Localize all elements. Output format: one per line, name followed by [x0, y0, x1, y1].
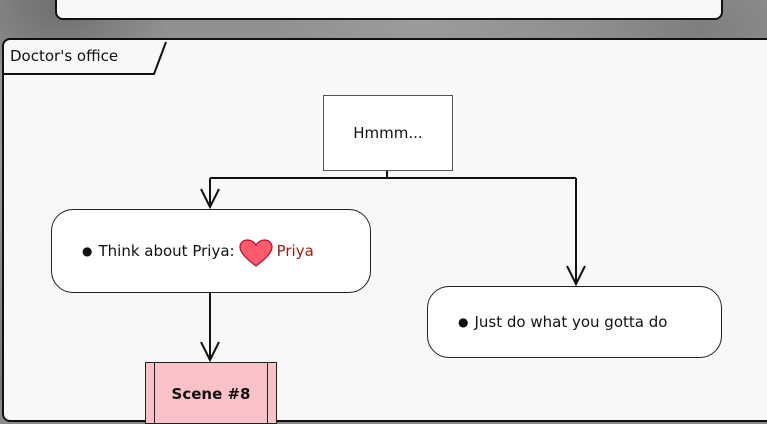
arrowhead-right-branch [566, 265, 586, 287]
bullet-icon: ● [458, 315, 469, 329]
top-dialogue-panel [55, 0, 723, 20]
prompt-node: Hmmm... [323, 95, 453, 171]
bullet-icon: ● [82, 244, 93, 258]
scene-title-tab-shape [4, 41, 167, 75]
arrowhead-to-scene [200, 341, 220, 363]
scene-box-right-rail [267, 363, 276, 423]
prompt-text: Hmmm... [353, 124, 423, 142]
choice-think-about-priya[interactable]: ● Think about Priya: Priya [51, 209, 371, 293]
heart-icon [238, 239, 273, 267]
choice-label: Just do what you gotta do [474, 313, 668, 331]
choice-just-do-it[interactable]: ● Just do what you gotta do [427, 286, 722, 358]
choice-label: Think about Priya: [98, 242, 235, 260]
affection-target-label: Priya [276, 242, 314, 260]
scene-box-left-rail [146, 363, 155, 423]
next-scene-label: Scene #8 [171, 385, 251, 403]
scene-title: Doctor's office [10, 47, 119, 65]
arrowhead-left-branch [200, 188, 220, 210]
next-scene-node[interactable]: Scene #8 [145, 362, 277, 424]
